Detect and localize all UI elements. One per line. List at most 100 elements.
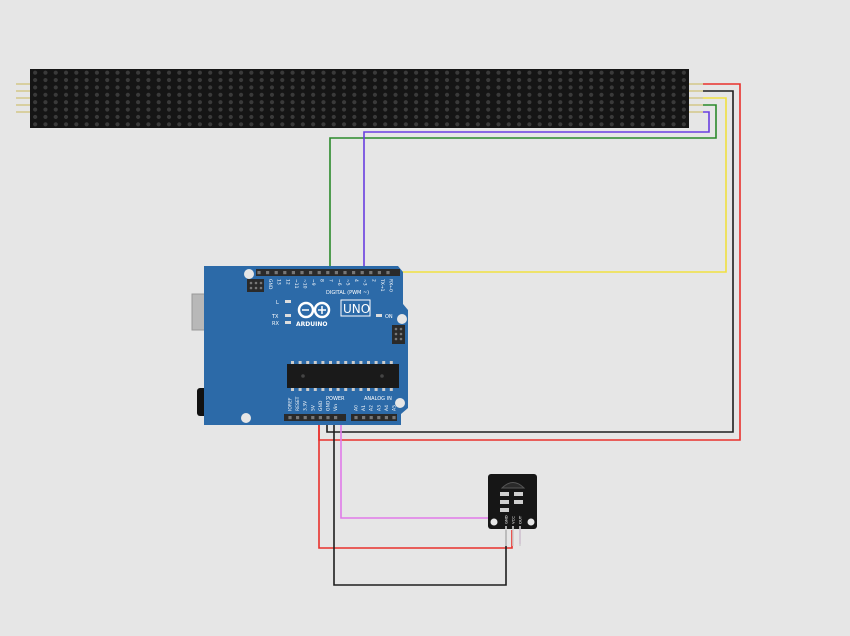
digital-pin-hole[interactable] xyxy=(352,271,356,275)
digital-pin-label: RX←0 xyxy=(388,279,394,292)
matrix-led xyxy=(547,122,553,127)
matrix-led xyxy=(609,114,614,120)
matrix-led xyxy=(486,92,491,97)
matrix-led xyxy=(33,100,38,105)
matrix-led xyxy=(630,100,635,105)
analog-pin-hole[interactable] xyxy=(369,416,373,420)
digital-pin-hole[interactable] xyxy=(377,271,381,275)
led-matrix[interactable] xyxy=(16,69,703,128)
matrix-led xyxy=(393,70,398,75)
matrix-led xyxy=(527,114,532,120)
matrix-led xyxy=(208,122,213,127)
matrix-led xyxy=(125,92,130,97)
matrix-led xyxy=(115,100,120,105)
matrix-led xyxy=(53,114,58,120)
matrix-led xyxy=(321,70,326,75)
wire-yellow-din[interactable] xyxy=(379,97,727,273)
digital-pin-hole[interactable] xyxy=(317,271,321,275)
matrix-led xyxy=(372,100,378,105)
power-pin-hole[interactable] xyxy=(303,416,307,420)
matrix-led xyxy=(506,114,511,120)
matrix-led xyxy=(444,77,450,83)
digital-pin-hole[interactable] xyxy=(291,271,295,275)
matrix-led xyxy=(259,77,264,83)
matrix-led xyxy=(650,77,656,83)
matrix-led xyxy=(558,100,563,105)
matrix-led xyxy=(311,100,316,105)
power-pin-hole[interactable] xyxy=(296,416,300,420)
digital-pin-hole[interactable] xyxy=(274,271,278,275)
matrix-led xyxy=(496,107,501,112)
digital-pin-hole[interactable] xyxy=(369,271,373,275)
analog-pin-hole[interactable] xyxy=(377,416,381,420)
matrix-led xyxy=(208,77,213,83)
matrix-led xyxy=(650,100,656,105)
power-pin-hole[interactable] xyxy=(311,416,315,420)
matrix-led xyxy=(94,77,100,83)
label-on: ON xyxy=(385,314,393,320)
matrix-led xyxy=(424,77,429,83)
digital-pin-hole[interactable] xyxy=(343,271,347,275)
digital-pin-hole[interactable] xyxy=(360,271,364,275)
analog-pin-label: A1 xyxy=(361,405,367,411)
matrix-led xyxy=(177,70,182,75)
status-leds xyxy=(285,300,382,324)
matrix-led xyxy=(527,100,532,105)
matrix-led xyxy=(249,85,254,90)
analog-pin-hole[interactable] xyxy=(362,416,366,420)
matrix-led xyxy=(619,92,625,97)
analog-pin-hole[interactable] xyxy=(384,416,388,420)
power-pin-hole[interactable] xyxy=(288,416,292,420)
digital-pin-hole[interactable] xyxy=(309,271,313,275)
analog-pin-hole[interactable] xyxy=(354,416,358,420)
matrix-led xyxy=(74,100,79,105)
matrix-led xyxy=(506,92,511,97)
mount-hole xyxy=(395,398,405,408)
matrix-led xyxy=(228,122,233,127)
matrix-led xyxy=(589,107,594,112)
wire-red-sensor-vcc[interactable] xyxy=(318,418,513,549)
power-pin-hole[interactable] xyxy=(326,416,330,420)
matrix-led xyxy=(208,70,213,75)
matrix-led xyxy=(486,100,491,105)
matrix-led xyxy=(166,85,172,90)
matrix-led xyxy=(568,100,573,105)
digital-pin-hole[interactable] xyxy=(326,271,330,275)
matrix-led xyxy=(63,85,69,90)
matrix-led xyxy=(517,114,522,120)
digital-pin-hole[interactable] xyxy=(300,271,304,275)
digital-pin-hole[interactable] xyxy=(257,271,261,275)
wire-black-gnd[interactable] xyxy=(326,90,734,433)
power-pin-hole[interactable] xyxy=(318,416,322,420)
wire-purple-clk[interactable] xyxy=(363,111,710,272)
matrix-led xyxy=(527,70,532,75)
matrix-led xyxy=(280,122,285,127)
analog-pin-hole[interactable] xyxy=(392,416,396,420)
matrix-led xyxy=(84,114,89,120)
matrix-led xyxy=(94,122,100,127)
power-pin-hole[interactable] xyxy=(334,416,338,420)
wire-black-sensor-gnd[interactable] xyxy=(333,418,507,586)
matrix-led xyxy=(650,107,656,112)
wire-green-cs[interactable] xyxy=(329,104,717,272)
sensor-pin-label: OUT xyxy=(517,515,522,524)
matrix-led xyxy=(228,114,233,120)
digital-pin-hole[interactable] xyxy=(266,271,270,275)
matrix-led xyxy=(156,77,161,83)
digital-pin-hole[interactable] xyxy=(386,271,390,275)
matrix-led xyxy=(403,100,408,105)
matrix-led xyxy=(547,85,553,90)
chip-pin xyxy=(374,388,378,391)
matrix-left-pins xyxy=(16,83,30,113)
brand-label: ARDUINO xyxy=(296,321,327,328)
matrix-led xyxy=(249,92,254,97)
matrix-led xyxy=(671,114,676,120)
matrix-led xyxy=(599,114,604,120)
mount-hole xyxy=(397,314,407,324)
matrix-led xyxy=(424,100,429,105)
digital-pin-hole[interactable] xyxy=(283,271,287,275)
matrix-led xyxy=(311,77,316,83)
digital-pin-hole[interactable] xyxy=(334,271,338,275)
